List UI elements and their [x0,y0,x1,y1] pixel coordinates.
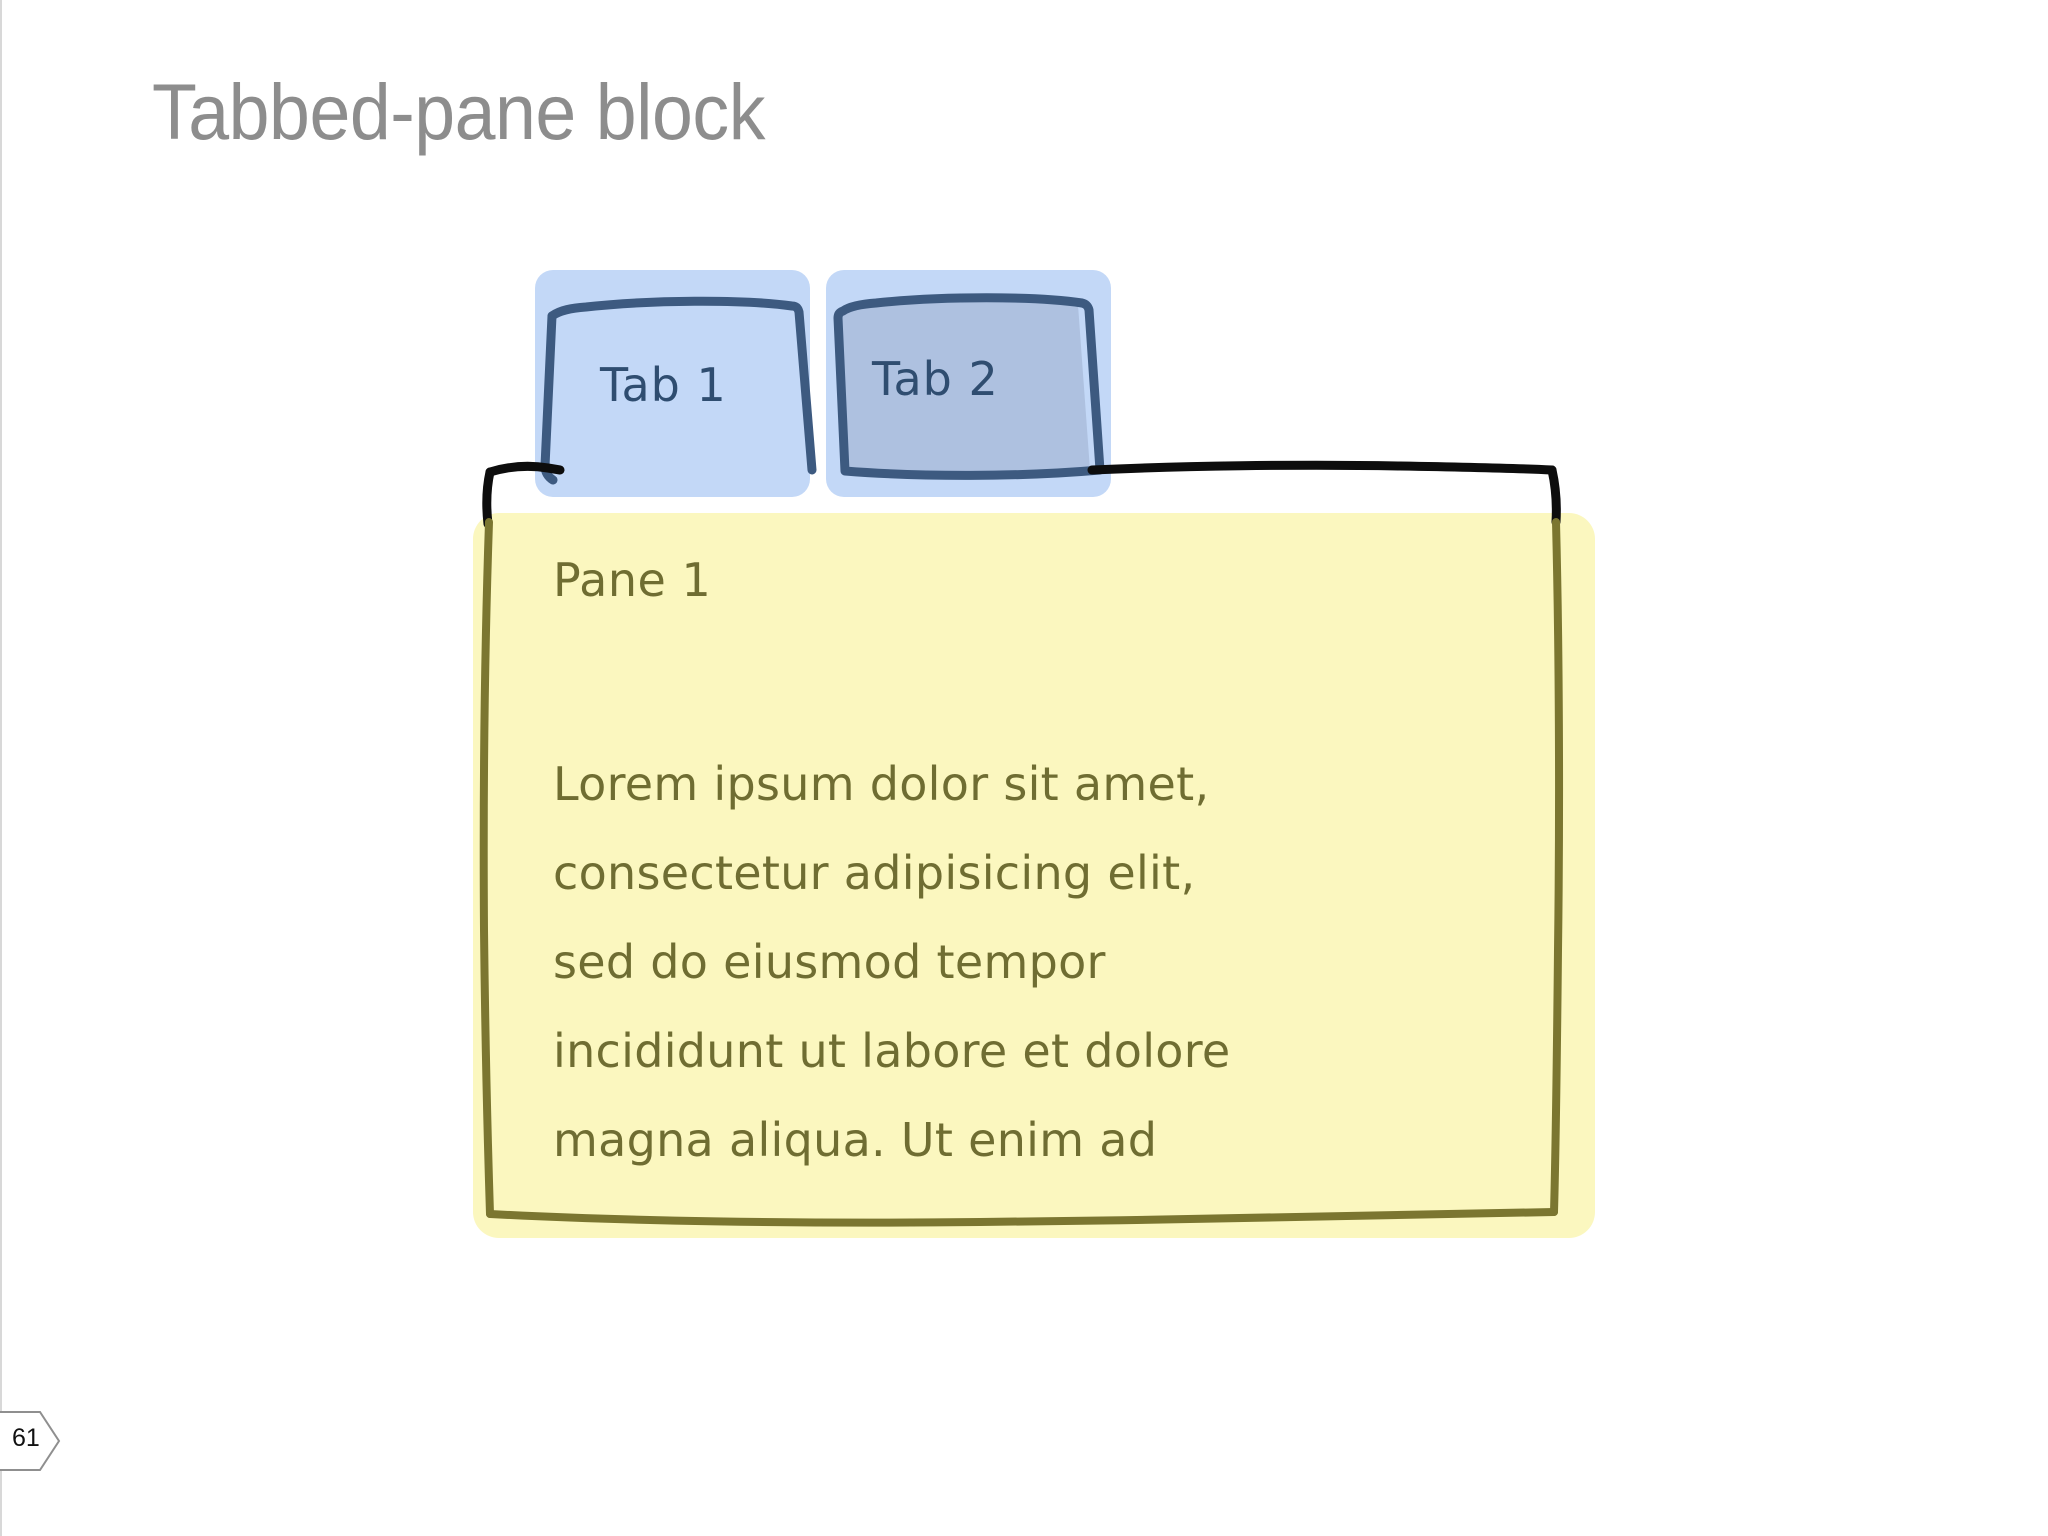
pane-border-bottom [486,1208,1558,1227]
pane-border-left [479,518,494,1218]
slide-number-badge-shape [0,1411,61,1471]
pane-body-line: sed do eiusmod tempor [553,935,1106,989]
slide-number-badge: 61 [0,1410,62,1472]
pane-body-text: Lorem ipsum dolor sit amet, consectetur … [553,740,1533,1185]
pane-frame-top [1087,460,1557,475]
slide-left-edge-rule [0,0,2,1536]
tab-label-tab-1[interactable]: Tab 1 [600,358,727,412]
tab-label-tab-2[interactable]: Tab 2 [872,352,999,406]
pane-body-line: magna aliqua. Ut enim ad [553,1113,1158,1167]
pane-body-line: Lorem ipsum dolor sit amet, [553,757,1210,811]
tab-shape-outline-0-left[interactable] [540,311,558,485]
pane-body-line: incididunt ut labore et dolore [553,1024,1231,1078]
pane-border-right [1550,518,1564,1216]
pane-frame-right-corner [1547,465,1561,527]
pane-heading: Pane 1 [553,553,712,607]
pane-frame-left-vertical [482,467,495,529]
slide-number-text: 61 [12,1424,40,1452]
pane-body-line: consectetur adipisicing elit, [553,846,1196,900]
page-title: Tabbed-pane block [152,67,765,156]
pane-frame-left [485,461,565,477]
